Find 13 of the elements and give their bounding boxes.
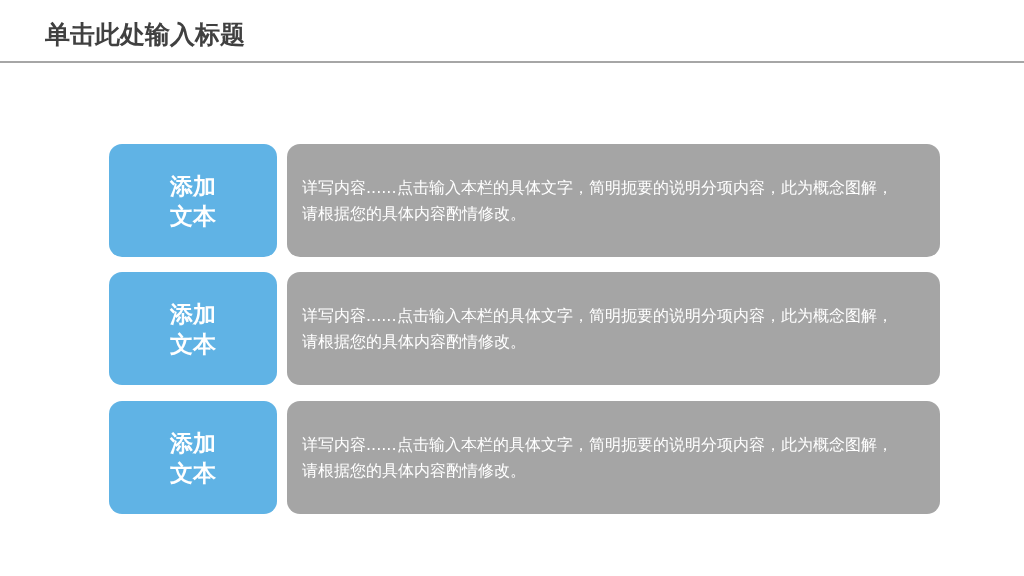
heading-text: 添加文本 <box>169 171 217 231</box>
description-text: 详写内容......点击输入本栏的具体文字，简明扼要的说明分项内容，此为概念图解，请根据您的具体内容酌情修改。 <box>302 433 894 482</box>
heading-text: 添加文本 <box>169 299 217 359</box>
heading-text: 添加文本 <box>169 428 217 488</box>
description-card <box>287 144 940 257</box>
heading-card <box>109 144 277 257</box>
description-card <box>287 272 940 385</box>
heading-card <box>109 272 277 385</box>
description-text: 详写内容......点击输入本栏的具体文字，简明扼要的说明分项内容，此为概念图解，请根据您的具体内容酌情修改。 <box>302 176 894 225</box>
slide-title: 单击此处输入标题 <box>45 19 245 51</box>
description-card <box>287 401 940 514</box>
description-text: 详写内容......点击输入本栏的具体文字，简明扼要的说明分项内容，此为概念图解，请根据您的具体内容酌情修改。 <box>302 304 894 353</box>
heading-card <box>109 401 277 514</box>
